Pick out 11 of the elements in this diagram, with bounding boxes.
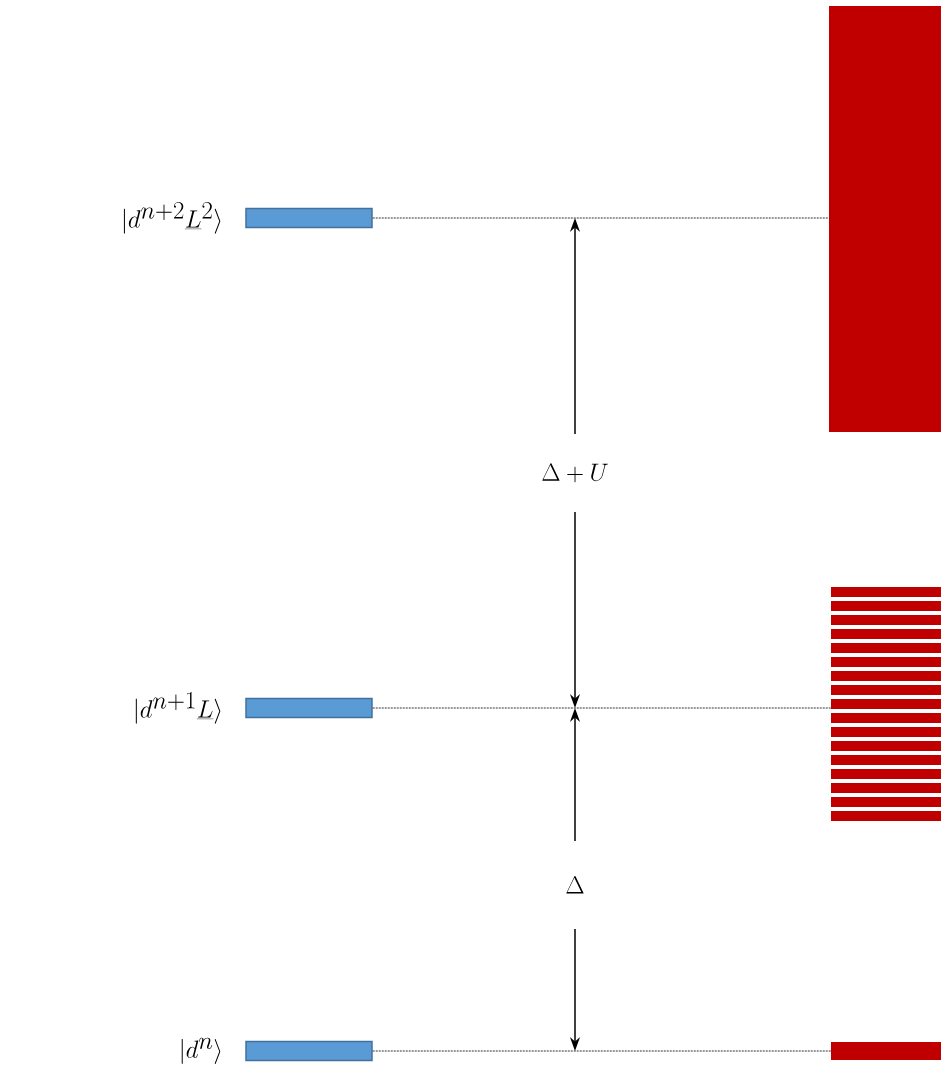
gap-label: $\Delta+U$ [542, 463, 608, 483]
state-label: $|d^{n}\rangle$ [181, 1037, 221, 1064]
dashed-line [372, 707, 832, 709]
band-block [831, 1042, 941, 1060]
gap-label: $\Delta$ [566, 875, 584, 894]
state-label: $|d^{n+2}\underline{L}^{2}\rangle$ [123, 201, 221, 234]
state-label: $|d^{n+1}\underline{L}\rangle$ [135, 691, 221, 724]
dashed-line [372, 1050, 832, 1052]
striped-band-drawing [831, 587, 941, 822]
band-block [829, 6, 941, 432]
dashed-line [372, 217, 830, 219]
